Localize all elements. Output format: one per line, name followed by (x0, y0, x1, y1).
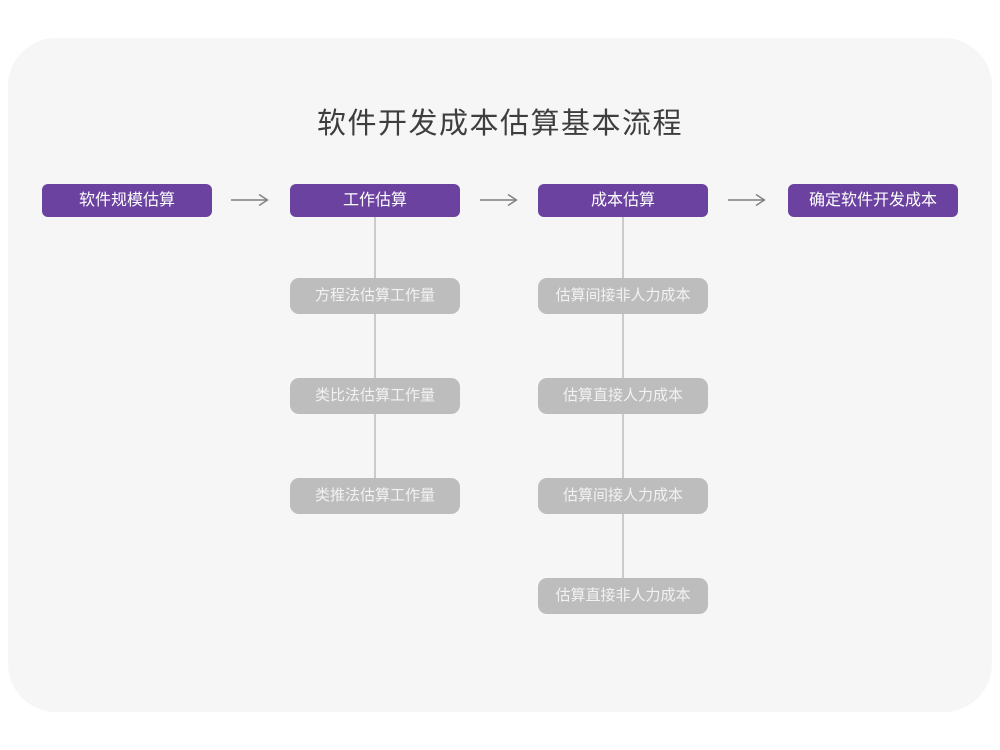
diagram-title: 软件开发成本估算基本流程 (316, 108, 683, 140)
sub-step-box-direct-labor-cost: 估算直接人力成本 (538, 378, 708, 414)
sub-step-box-analogy-method: 类比法估算工作量 (290, 378, 460, 414)
right-arrow-icon (231, 193, 269, 207)
right-arrow-icon (480, 193, 518, 207)
stage-box-work-estimation: 工作估算 (290, 184, 460, 217)
right-arrow-icon (728, 193, 766, 207)
connector-line-work-estimation (374, 217, 376, 478)
sub-step-box-direct-nonlabor-cost: 估算直接非人力成本 (538, 578, 708, 614)
sub-step-box-equation-method: 方程法估算工作量 (290, 278, 460, 314)
stage-box-cost-estimation: 成本估算 (538, 184, 708, 217)
flowchart-canvas (8, 38, 992, 712)
sub-step-box-indirect-nonlabor-cost: 估算间接非人力成本 (538, 278, 708, 314)
sub-step-box-extrapolation-method: 类推法估算工作量 (290, 478, 460, 514)
sub-step-box-indirect-labor-cost: 估算间接人力成本 (538, 478, 708, 514)
stage-box-software-scale-estimation: 软件规模估算 (42, 184, 212, 217)
stage-box-determine-development-cost: 确定软件开发成本 (788, 184, 958, 217)
